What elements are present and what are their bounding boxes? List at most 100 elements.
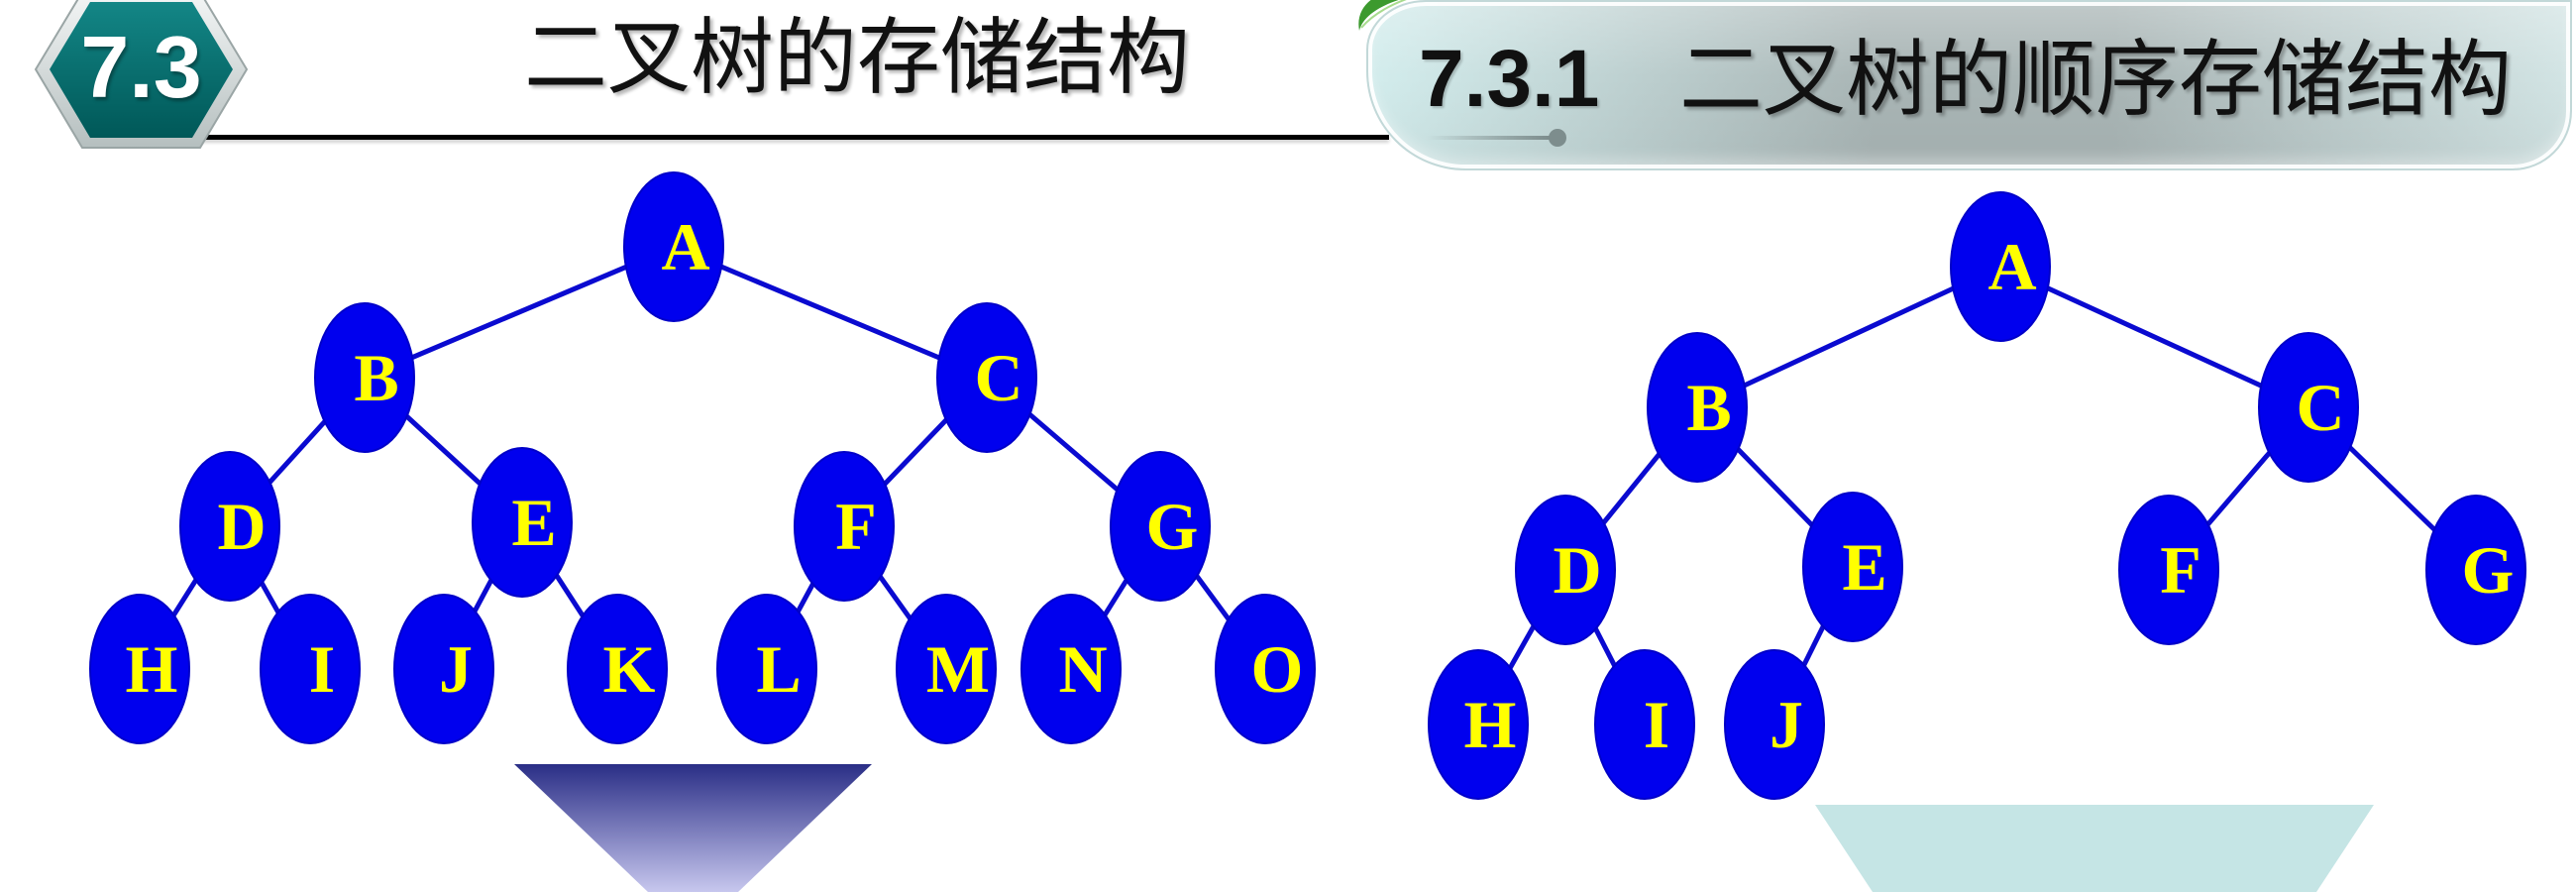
tree-node-label: J (439, 631, 473, 707)
left-tree-node-g: G (1110, 451, 1211, 602)
left-tree-node-h: H (89, 594, 190, 744)
tree-node-label: E (1842, 529, 1886, 605)
right-tree-node-c: C (2258, 332, 2359, 483)
right-tree-node-a: A (1950, 191, 2051, 342)
tree-node-label: D (217, 489, 266, 564)
tree-node-label: O (1251, 631, 1304, 707)
left-tree-node-c: C (936, 302, 1037, 453)
leaf-vein (1360, 0, 1407, 29)
section-badge (34, 0, 249, 149)
left-tree-node-n: N (1020, 594, 1122, 744)
tree-node-label: E (511, 485, 556, 560)
tree-node-ellipse (936, 302, 1037, 453)
tree-node-ellipse (1110, 451, 1211, 602)
right-tree-node-f: F (2118, 495, 2219, 645)
left-tree-node-i: I (260, 594, 361, 744)
section-title: 二叉树的顺序存储结构 (1679, 31, 2513, 128)
tree-node-ellipse (393, 594, 494, 744)
tree-node-ellipse (260, 594, 361, 744)
left-tree-node-f: F (794, 451, 895, 602)
tree-node-ellipse (896, 594, 997, 744)
section-badge-number: 7.3 (80, 18, 202, 116)
tree-node-ellipse (1802, 492, 1903, 642)
left-tree-node-e: E (472, 447, 573, 598)
decorative-line (1427, 136, 1550, 140)
tree-node-ellipse (89, 594, 190, 744)
right-tree-node-e: E (1802, 492, 1903, 642)
tree-node-ellipse (1950, 191, 2051, 342)
left-pointer-arrow (514, 764, 872, 892)
left-tree-edge-a-c (673, 244, 988, 381)
tree-node-ellipse (1428, 649, 1529, 800)
page-title: 二叉树的存储结构 (523, 9, 1190, 106)
tree-node-label: G (1146, 489, 1199, 564)
tree-node-ellipse (2258, 332, 2359, 483)
left-tree-edge-a-b (364, 244, 675, 381)
right-tree-node-h: H (1428, 649, 1529, 800)
tree-node-ellipse (1594, 649, 1695, 800)
right-tree-node-b: B (1647, 332, 1748, 483)
right-tree-node-g: G (2425, 495, 2526, 645)
right-tree-edge-a-b (1695, 264, 2002, 410)
tree-node-label: L (756, 631, 801, 707)
tree-node-label: D (1553, 532, 1601, 608)
tree-node-label: I (309, 631, 335, 707)
tree-node-ellipse (2425, 495, 2526, 645)
right-tree-node-j: J (1724, 649, 1825, 800)
section-number: 7.3.1 (1419, 34, 1600, 124)
left-tree-node-d: D (179, 451, 280, 602)
tree-node-label: H (126, 631, 178, 707)
tree-node-label: J (1770, 687, 1803, 762)
tree-node-ellipse (623, 171, 724, 322)
tree-node-label: C (974, 340, 1022, 415)
tree-node-ellipse (1724, 649, 1825, 800)
header-banner (1366, 0, 2572, 170)
left-tree-node-a: A (623, 171, 724, 322)
tree-node-ellipse (472, 447, 573, 598)
tree-node-label: A (661, 209, 709, 284)
tree-node-ellipse (1647, 332, 1748, 483)
tree-node-ellipse (1020, 594, 1122, 744)
tree-node-ellipse (716, 594, 817, 744)
tree-node-ellipse (179, 451, 280, 602)
tree-node-ellipse (2118, 495, 2219, 645)
right-tree-node-d: D (1515, 495, 1616, 645)
tree-node-ellipse (1515, 495, 1616, 645)
tree-node-label: M (926, 631, 990, 707)
right-tree-nodes: A B C D E F G H I J (1428, 191, 2526, 800)
tree-node-label: F (835, 489, 877, 564)
right-pointer-arrow (1815, 805, 2374, 892)
left-tree-node-b: B (314, 302, 415, 453)
tree-node-label: B (354, 340, 398, 415)
left-tree-node-l: L (716, 594, 817, 744)
leaf-blade (1358, 0, 1399, 31)
title-divider (194, 135, 1389, 140)
decorative-dot (1549, 129, 1566, 147)
tree-node-label: B (1686, 370, 1731, 445)
badge-hexagon (50, 2, 233, 138)
tree-node-label: F (2160, 532, 2201, 608)
tree-node-ellipse (314, 302, 415, 453)
tree-node-ellipse (794, 451, 895, 602)
left-tree-node-k: K (567, 594, 668, 744)
right-binary-tree: A B C D E F G H I J (1428, 191, 2526, 800)
tree-node-label: A (1987, 229, 2036, 304)
tree-node-label: N (1058, 631, 1107, 707)
tree-node-ellipse (1215, 594, 1316, 744)
left-tree-node-j: J (393, 594, 494, 744)
tree-node-label: K (603, 631, 656, 707)
tree-node-ellipse (567, 594, 668, 744)
right-tree-node-i: I (1594, 649, 1695, 800)
tree-node-label: I (1644, 687, 1669, 762)
tree-node-label: G (2462, 532, 2515, 608)
left-tree-node-m: M (896, 594, 997, 744)
right-tree-edge-a-c (1998, 264, 2310, 410)
tree-node-label: C (2296, 370, 2344, 445)
left-tree-node-o: O (1215, 594, 1316, 744)
leaf-icon (1358, 0, 1407, 31)
tree-node-label: H (1464, 687, 1517, 762)
